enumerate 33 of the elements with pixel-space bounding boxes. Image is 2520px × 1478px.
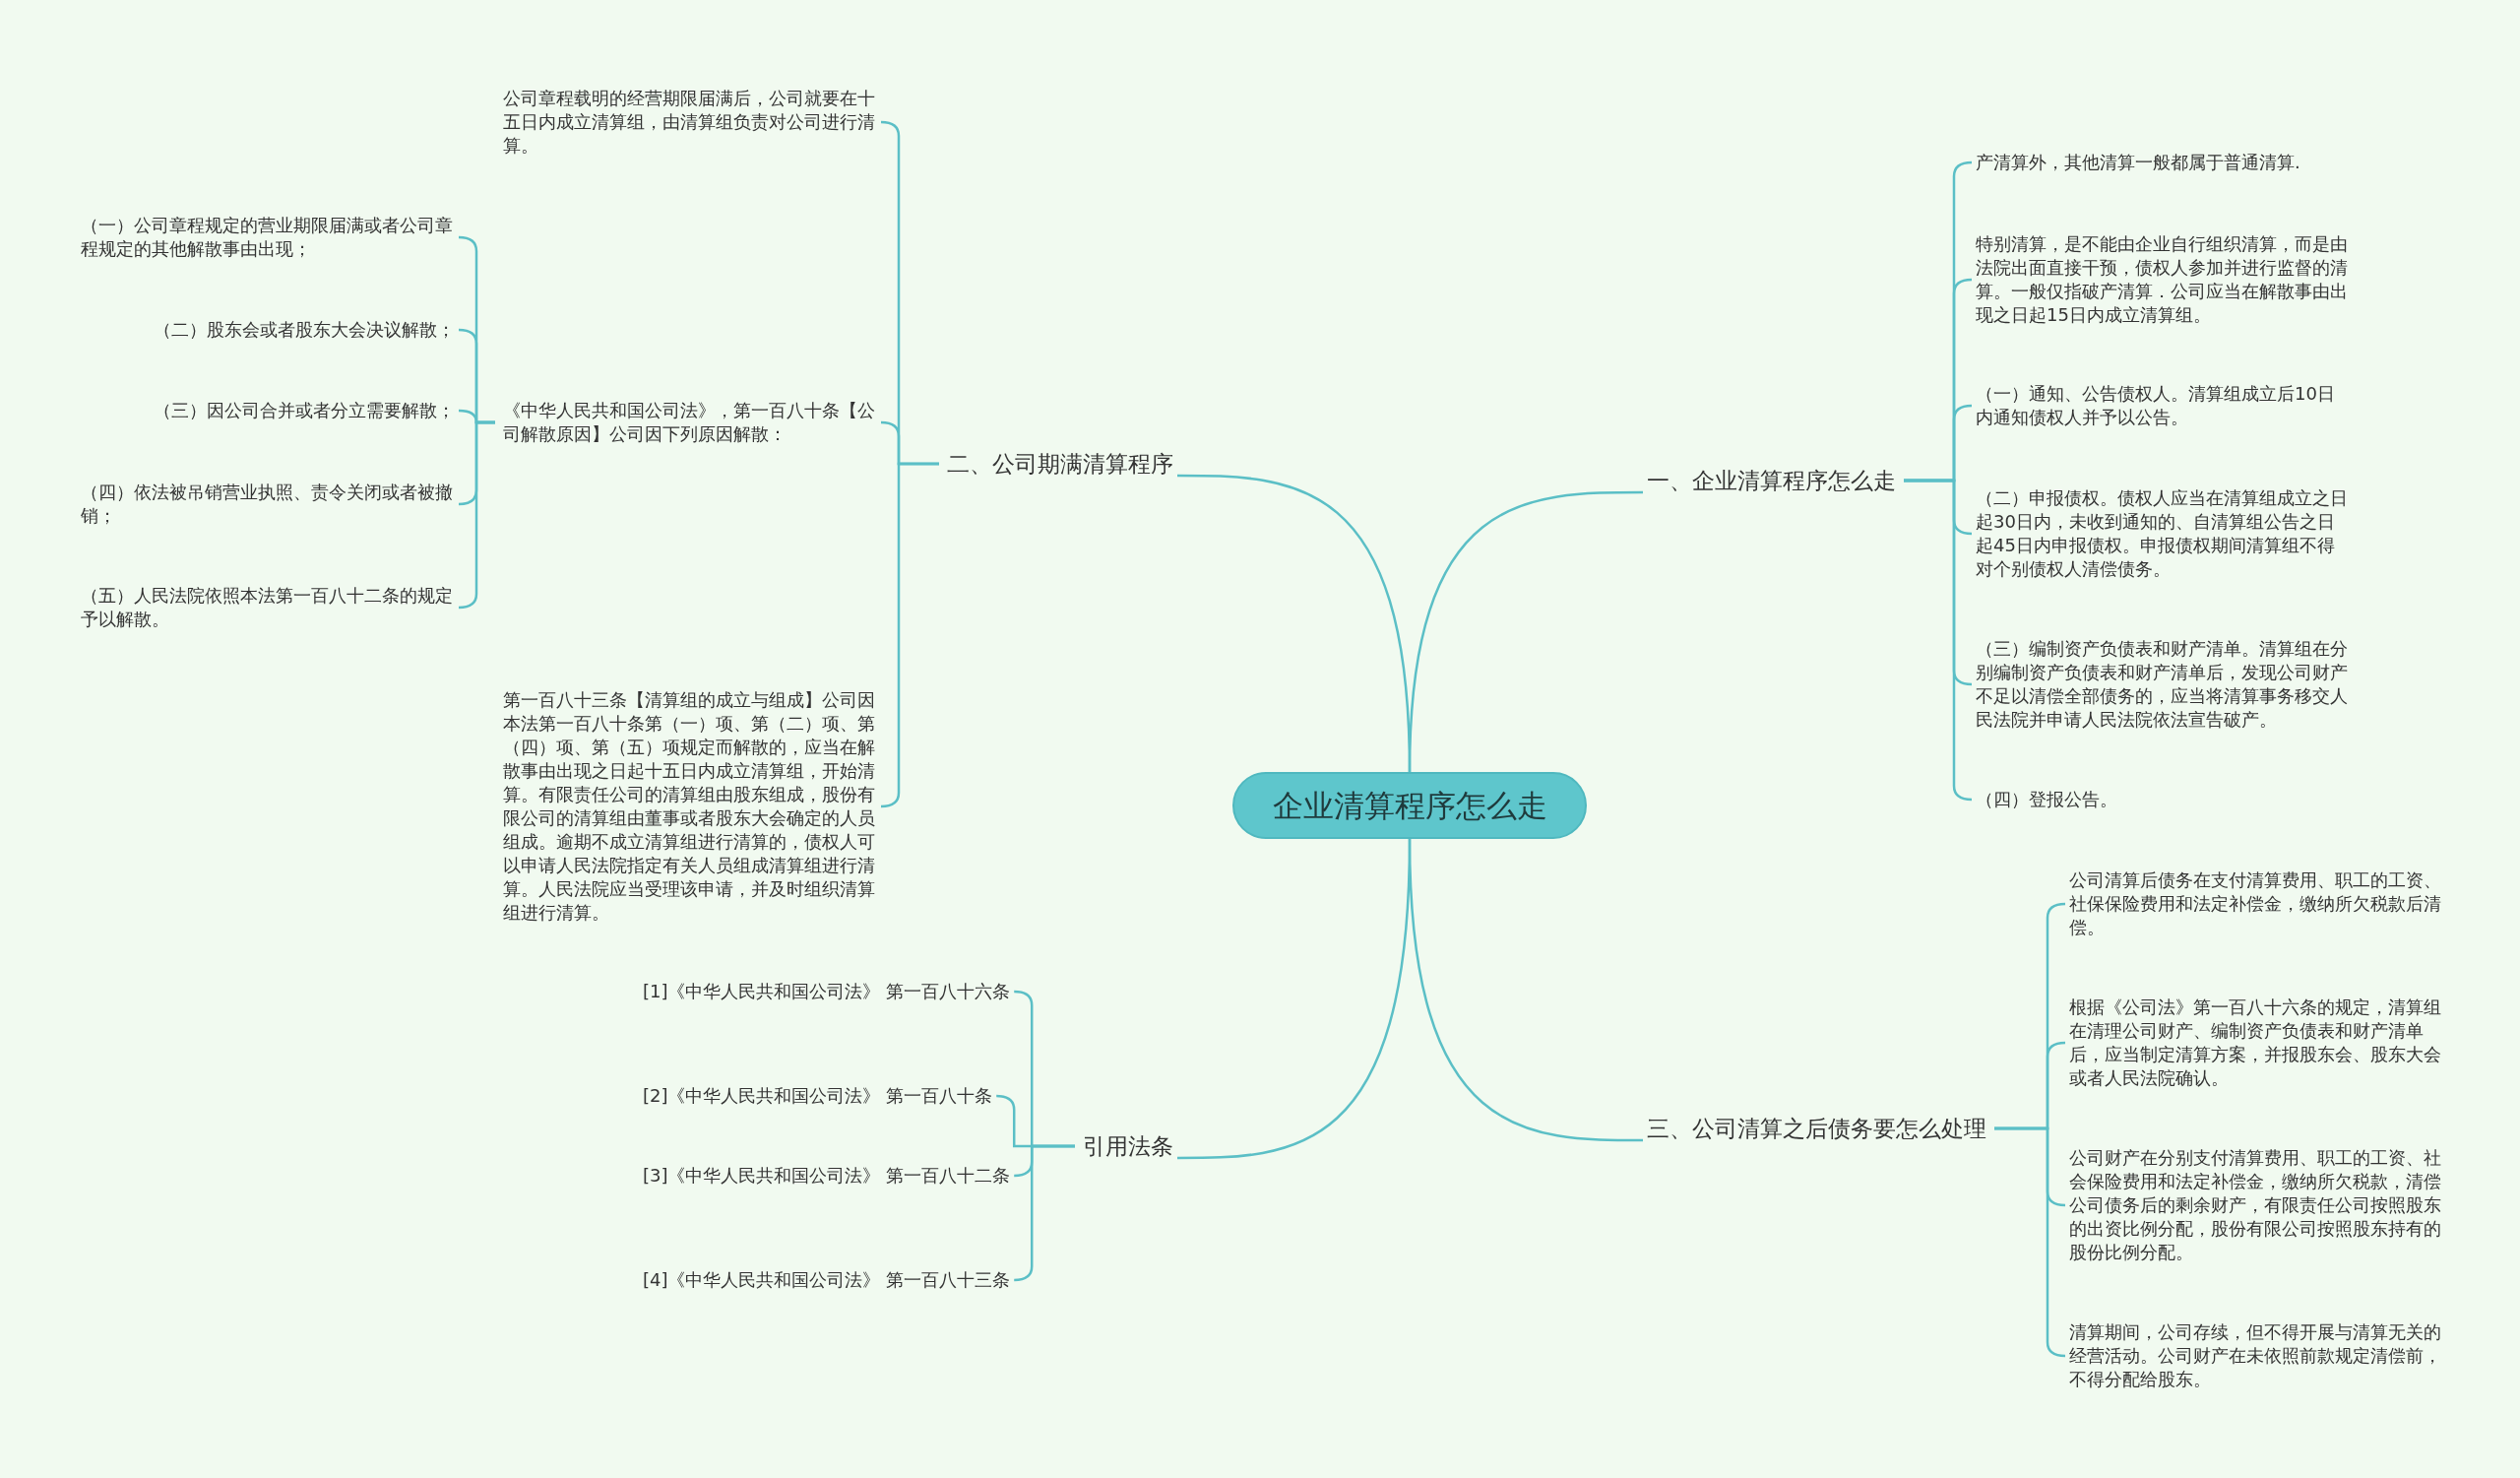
topic-text: （三）编制资产负债表和财产清单。清算组在分别编制资产负债表和财产清单后，发现公司财产不足以清偿全部债务的，应当将清算事务移交人民法院并申请人民法院依法宣告破产。: [1976, 637, 2350, 732]
topic-text: 产清算外，其他清算一般都属于普通清算.: [1976, 151, 2300, 174]
topic-text: 公司章程载明的经营期限届满后，公司就要在十五日内成立清算组，由清算组负责对公司进行清算。: [503, 87, 877, 158]
connector-line: [1177, 474, 1412, 773]
connector-line: [1177, 838, 1412, 1160]
topic-text: （一）公司章程规定的营业期限届满或者公司章程规定的其他解散事由出现；: [81, 214, 455, 261]
topic-text: 第一百八十三条【清算组的成立与组成】公司因本法第一百八十条第（一）项、第（二）项、第（四）项、第（五）项规定而解散的，应当在解散事由出现之日起十五日内成立清算组，开始清算。有限责任公司的清算组由股东组成，股份有限公司的清算组由董事或者股东大会确定的人员组成。逾期不成立清算组进行清算的，债权人可以申请人民法院指定有关人员组成清算组进行清算。人民法院应当受理该申请，并及时组织清算组进行清算。: [503, 688, 877, 925]
topic-text: 根据《公司法》第一百八十六条的规定，清算组在清理公司财产、编制资产负债表和财产清单后，应当制定清算方案，并报股东会、股东大会或者人民法院确认。: [2069, 996, 2443, 1090]
topic-text: 特别清算，是不能由企业自行组织清算，而是由法院出面直接干预，债权人参加并进行监督的清算。一般仅指破产清算．公司应当在解散事由出现之日起15日内成立清算组。: [1976, 232, 2350, 327]
topic-text: （三）因公司合并或者分立需要解散；: [154, 399, 455, 422]
topic-text: （四）登报公告。: [1976, 788, 2117, 811]
branch-topic: 二、公司期满清算程序: [947, 448, 1173, 480]
branch-topic: 三、公司清算之后债务要怎么处理: [1647, 1113, 1986, 1144]
central-topic: 企业清算程序怎么走: [1232, 772, 1587, 839]
topic-text: 清算期间，公司存续，但不得开展与清算无关的经营活动。公司财产在未依照前款规定清偿前，不得分配给股东。: [2069, 1320, 2443, 1391]
topic-text: [2]《中华人民共和国公司法》 第一百八十条: [643, 1084, 993, 1108]
topic-text: （五）人民法院依照本法第一百八十二条的规定予以解散。: [81, 584, 455, 631]
topic-text: （四）依法被吊销营业执照、责令关闭或者被撤销；: [81, 481, 455, 528]
connector-line: [880, 462, 939, 808]
connector-line: [458, 420, 495, 610]
topic-text: 公司财产在分别支付清算费用、职工的工资、社会保险费用和法定补偿金，缴纳所欠税款，清偿公司债务后的剩余财产，有限责任公司按照股东的出资比例分配，股份有限公司按照股东持有的股份比例分配。: [2069, 1146, 2443, 1264]
topic-text: 《中华人民共和国公司法》，第一百八十条【公司解散原因】公司因下列原因解散：: [503, 399, 877, 446]
topic-text: [3]《中华人民共和国公司法》 第一百八十二条: [643, 1164, 1011, 1188]
topic-text: （一）通知、公告债权人。清算组成立后10日内通知债权人并予以公告。: [1976, 382, 2350, 429]
branch-topic: 一、企业清算程序怎么走: [1647, 465, 1896, 496]
topic-text: （二）申报债权。债权人应当在清算组成立之日起30日内，未收到通知的、自清算组公告之日起45日内申报债权。申报债权期间清算组不得对个别债权人清偿债务。: [1976, 486, 2350, 581]
branch-topic: 引用法条: [1083, 1130, 1173, 1162]
topic-text: [4]《中华人民共和国公司法》 第一百八十三条: [643, 1268, 1011, 1292]
topic-text: [1]《中华人民共和国公司法》 第一百八十六条: [643, 980, 1011, 1003]
topic-text: （二）股东会或者股东大会决议解散；: [154, 318, 455, 342]
connector-line: [1014, 1144, 1075, 1282]
connector-line: [1904, 479, 1973, 802]
topic-text: 公司清算后债务在支付清算费用、职工的工资、社保保险费用和法定补偿金，缴纳所欠税款后清偿。: [2069, 868, 2443, 939]
